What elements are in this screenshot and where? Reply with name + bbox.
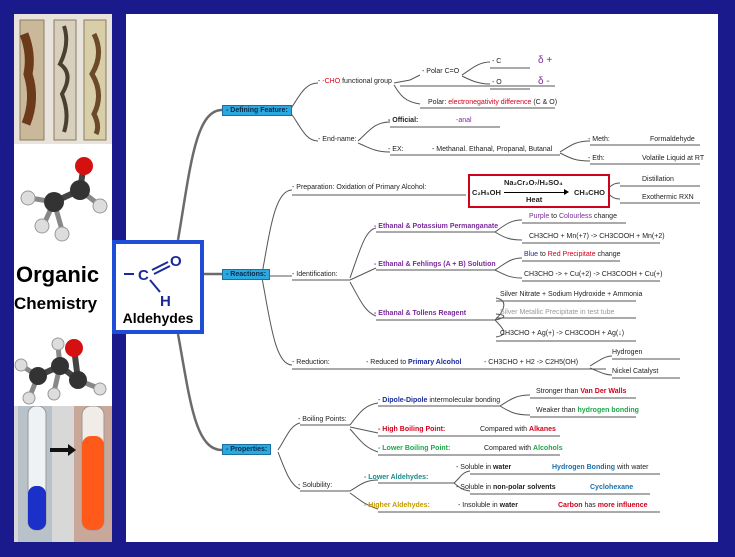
reduced-to: - Reduced to Primary Alcohol bbox=[366, 359, 462, 366]
official-label: - Official: bbox=[388, 117, 419, 124]
aldehyde-structure-icon: C O H bbox=[124, 253, 182, 308]
center-h: H bbox=[160, 293, 171, 308]
left-image-panel: Organic Chemistry bbox=[14, 14, 112, 542]
eth-value: Volatile Liquid at RT bbox=[642, 155, 705, 162]
permanganate-equation: CH3CHO + Mn(+7) -> CH3COOH + Mn(+2) bbox=[529, 233, 665, 240]
polar-electronegativity: Polar: electronegativity difference (C &… bbox=[428, 99, 558, 106]
center-o: O bbox=[170, 253, 182, 270]
lower-aldehydes: - Lower Aldehydes: bbox=[364, 474, 429, 481]
hydrogen: Hydrogen bbox=[612, 349, 643, 356]
dipole-dipole: - Dipole-Dipole intermolecular bonding bbox=[378, 397, 501, 404]
delta-minus: δ - bbox=[538, 76, 550, 87]
test-tubes-image bbox=[14, 406, 112, 542]
higher-aldehydes: - Higher Aldehydes: bbox=[364, 502, 430, 509]
ex-label: - EX: bbox=[388, 146, 404, 153]
preparation: - Preparation: Oxidation of Primary Alco… bbox=[292, 184, 427, 191]
category-defining-feature: - Defining Feature: bbox=[222, 105, 292, 116]
lower-boiling-point: - Lower Boiling Point: bbox=[378, 445, 451, 452]
weaker-than: Weaker than hydrogen bonding bbox=[536, 407, 639, 414]
cho-functional-group: - -CHO functional group bbox=[318, 78, 392, 85]
distillation: Distillation bbox=[642, 176, 674, 183]
category-reactions: - Reactions: bbox=[222, 269, 271, 280]
exothermic: Exothermic RXN bbox=[642, 194, 694, 201]
meth-label: - Meth: bbox=[588, 136, 610, 143]
carbon-influence: Carbon has more influence bbox=[558, 502, 648, 509]
official-value: -anal bbox=[456, 117, 472, 124]
permanganate-colour: Purple to Colourless change bbox=[529, 213, 617, 220]
hydrogen-bonding-water: Hydrogen Bonding with water bbox=[552, 464, 649, 471]
meth-value: Formaldehyde bbox=[650, 136, 695, 143]
tollens-precipitate: Silver Metallic Precipitate in test tube bbox=[500, 309, 615, 316]
mind-map-panel bbox=[126, 14, 718, 542]
delta-plus: δ + bbox=[538, 55, 553, 66]
central-node: C O H Aldehydes bbox=[112, 240, 204, 334]
reduction-equation: - CH3CHO + H2 -> C2H5(OH) bbox=[484, 359, 579, 366]
acetaldehyde-molecule-icon bbox=[20, 157, 108, 242]
fehling-test: - Ethanal & Fehlings (A + B) Solution bbox=[374, 261, 496, 268]
high-boiling-point: - High Boiling Point: bbox=[378, 426, 446, 433]
category-properties: - Properties: bbox=[222, 444, 272, 455]
tollens-equation: CH3CHO + Ag(+) -> CH3COOH + Ag(↓) bbox=[500, 330, 625, 337]
permanganate-test: - Ethanal & Potassium Permanganate bbox=[374, 223, 499, 230]
boiling-points: - Boiling Points: bbox=[298, 416, 347, 423]
reaction-arrow bbox=[504, 192, 566, 193]
preparation-equation-box: Na₂Cr₂O₇/H₂SO₄ C₂H₅OH Heat CH₃CHO bbox=[468, 174, 610, 208]
nickel-catalyst: Nickel Catalyst bbox=[612, 368, 659, 375]
fehling-colour: Blue to Red Precipitate change bbox=[524, 251, 621, 258]
reactant: C₂H₅OH bbox=[472, 188, 501, 197]
heat: Heat bbox=[526, 195, 543, 204]
reduction: - Reduction: bbox=[292, 359, 330, 366]
low-compare: Compared with Alcohols bbox=[484, 445, 563, 452]
soluble-nonpolar: - Soluble in non-polar solvents bbox=[456, 484, 556, 491]
polar-co: - Polar C=O bbox=[422, 68, 460, 75]
center-label: Aldehydes bbox=[122, 310, 194, 326]
fehling-equation: CH3CHO -> + Cu(+2) -> CH3COOH + Cu(+) bbox=[524, 271, 663, 278]
propanal-molecule-icon bbox=[14, 337, 107, 405]
eth-label: - Eth: bbox=[588, 155, 605, 162]
cyclohexane: Cyclohexane bbox=[590, 484, 634, 491]
ex-list: - Methanal. Ethanal, Propanal, Butanal bbox=[432, 146, 553, 153]
reaction-arrowhead bbox=[564, 189, 569, 195]
soluble-water: - Soluble in water bbox=[456, 464, 512, 471]
reagent: Na₂Cr₂O₇/H₂SO₄ bbox=[504, 178, 563, 187]
specimen-jars-image bbox=[14, 14, 112, 144]
insoluble-water: - Insoluble in water bbox=[458, 502, 518, 509]
tollens-test: - Ethanal & Tollens Reagent bbox=[374, 310, 467, 317]
solubility: - Solubility: bbox=[298, 482, 333, 489]
title-organic: Organic bbox=[16, 262, 100, 287]
identification: - Identification: bbox=[292, 271, 338, 278]
high-compare: Compared with Alkanes bbox=[480, 426, 556, 433]
end-name: - End-name: bbox=[318, 136, 357, 143]
o-label: - O bbox=[492, 79, 502, 86]
tollens-reagents: Silver Nitrate + Sodium Hydroxide + Ammo… bbox=[500, 291, 643, 298]
center-c: C bbox=[138, 267, 149, 284]
c-label: - C bbox=[492, 58, 502, 65]
title-chemistry: Chemistry bbox=[14, 294, 98, 313]
stronger-than: Stronger than Van Der Walls bbox=[536, 388, 627, 395]
product: CH₃CHO bbox=[574, 188, 605, 197]
